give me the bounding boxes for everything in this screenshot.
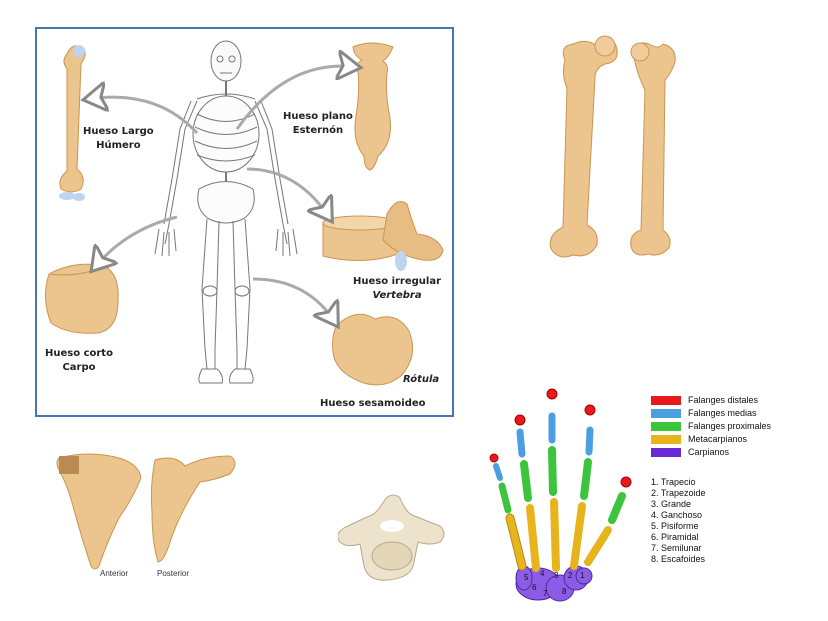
label-short-bone-line1: Hueso corto <box>45 348 113 359</box>
carpal-item: 7. Semilunar <box>651 543 702 553</box>
scapula-bones <box>56 453 236 570</box>
label-irregular-bone-line2: Vertebra <box>372 290 422 301</box>
carpal-num-1: 1 <box>580 571 585 580</box>
hand-carpals <box>515 565 593 602</box>
label-flat-bone: Hueso plano Esternón <box>283 110 353 138</box>
cervical-vertebra <box>338 494 445 581</box>
label-short-bone-line2: Carpo <box>62 362 96 373</box>
scapula-anterior <box>56 453 142 570</box>
label-long-bone-line2: Húmero <box>96 140 141 151</box>
carpal-item: 6. Piramidal <box>651 532 699 542</box>
bone-types-diagram: Hueso Largo Húmero Hueso plano Esternón … <box>35 27 454 417</box>
label-sesamoid-bone: Hueso sesamoideo <box>320 398 426 409</box>
carpal-item: 4. Ganchoso <box>651 510 703 520</box>
scapula-posterior <box>150 455 236 563</box>
label-long-bone: Hueso Largo Húmero <box>83 125 154 153</box>
label-long-bone-line1: Hueso Largo <box>83 126 154 137</box>
carpal-item: 3. Grande <box>651 499 692 509</box>
label-patella: Rótula <box>403 374 440 385</box>
sternum-bone <box>352 42 394 171</box>
caption-posterior: Posterior <box>157 569 190 578</box>
carpal-num-3: 3 <box>554 571 559 580</box>
label-flat-bone-line1: Hueso plano <box>283 111 353 122</box>
carpal-number-labels: 1 2 3 4 5 6 7 8 <box>524 569 585 598</box>
legend-label-distal: Falanges distales <box>688 395 759 405</box>
hand-fingers <box>489 388 632 572</box>
legend-swatch-medial <box>651 409 681 418</box>
carpal-num-4: 4 <box>540 569 545 578</box>
legend-label-proximal: Falanges proximales <box>688 421 772 431</box>
legend-swatch-carpal <box>651 448 681 457</box>
legend-swatch-metacarpal <box>651 435 681 444</box>
humerus-bone <box>59 45 86 201</box>
femur-anterior <box>549 35 618 258</box>
carpal-num-5: 5 <box>524 573 529 582</box>
vertebra-bone <box>322 201 444 271</box>
bone-types-illustration <box>45 40 444 386</box>
label-short-bone: Hueso corto Carpo <box>45 347 113 375</box>
legend-swatch-distal <box>651 396 681 405</box>
carpal-num-7: 7 <box>543 589 548 598</box>
diagram-arrows <box>89 66 355 322</box>
label-irregular-bone: Hueso irregular Vertebra <box>353 275 441 303</box>
caption-anterior: Anterior <box>100 569 129 578</box>
carpal-num-2: 2 <box>568 571 573 580</box>
legend-label-metacarpal: Metacarpianos <box>688 434 748 444</box>
legend-label-medial: Falanges medias <box>688 408 757 418</box>
skeleton-figure <box>154 40 298 384</box>
carpal-num-6: 6 <box>532 583 537 592</box>
carpal-item: 1. Trapecio <box>651 477 696 487</box>
carpal-bone <box>45 263 119 334</box>
carpal-item: 2. Trapezoide <box>651 488 706 498</box>
hand-skeleton: 1 2 3 4 5 6 7 8 <box>489 388 632 602</box>
femur-posterior <box>630 42 676 256</box>
label-irregular-bone-line1: Hueso irregular <box>353 276 442 287</box>
legend-label-carpal: Carpianos <box>688 447 730 457</box>
carpal-num-8: 8 <box>562 587 567 596</box>
carpal-item: 5. Pisiforme <box>651 521 699 531</box>
legend-swatch-proximal <box>651 422 681 431</box>
carpal-item: 8. Escafoides <box>651 554 706 564</box>
femur-bones <box>549 35 676 258</box>
patella-bone <box>332 313 414 386</box>
label-flat-bone-line2: Esternón <box>292 125 344 136</box>
